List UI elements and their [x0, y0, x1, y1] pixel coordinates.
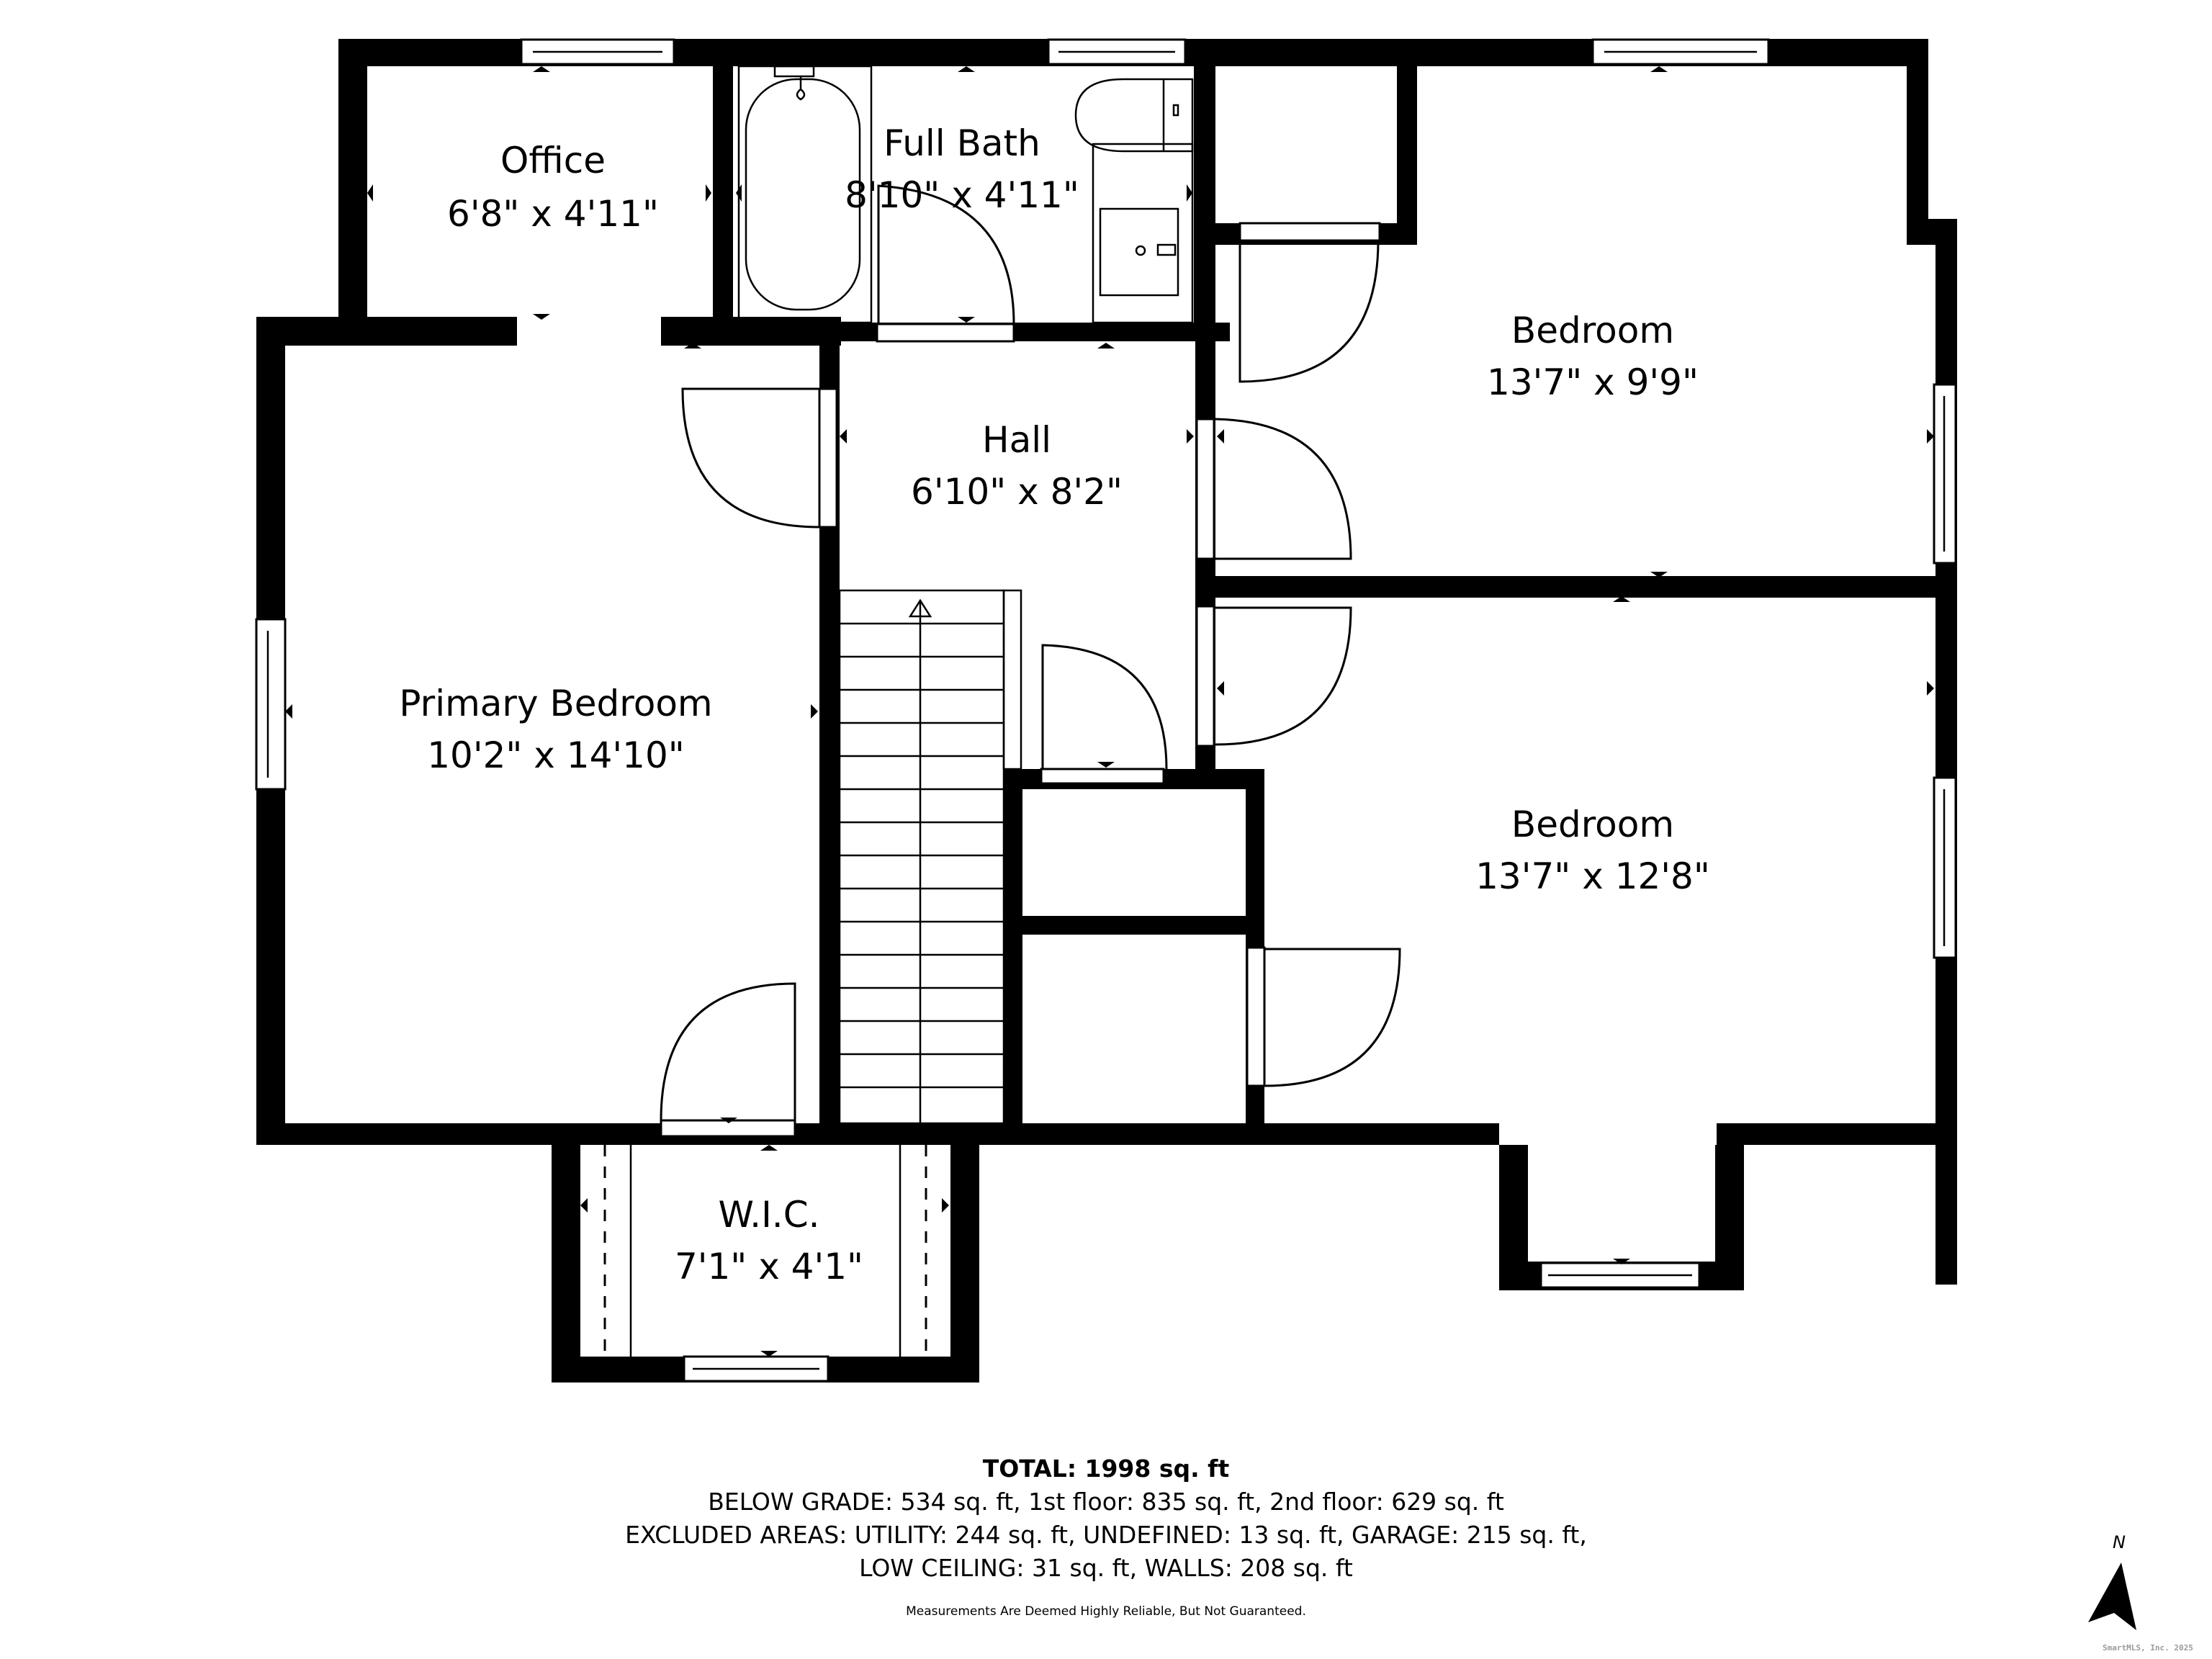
compass-label: N	[2113, 1532, 2126, 1552]
copyright: SmartMLS, Inc. 2025	[2103, 1643, 2193, 1653]
room-name-bedroom-2: Bedroom	[1511, 804, 1674, 845]
room-name-office: Office	[500, 140, 606, 181]
stair-up-arrow-icon	[908, 598, 932, 618]
doors	[660, 184, 1401, 1138]
room-name-hall: Hall	[982, 419, 1051, 461]
excluded-areas: EXCLUDED AREAS: UTILITY: 244 sq. ft, UND…	[625, 1521, 1587, 1549]
wic-shelves	[603, 1145, 927, 1357]
excluded-areas-continued: LOW CEILING: 31 sq. ft, WALLS: 208 sq. f…	[859, 1554, 1353, 1582]
room-dims-bedroom-2: 13'7" x 12'8"	[1475, 855, 1710, 897]
room-dims-hall: 6'10" x 8'2"	[911, 471, 1123, 513]
bathtub	[745, 78, 861, 311]
room-name-wic: W.I.C.	[718, 1194, 819, 1236]
room-name-bedroom-1: Bedroom	[1511, 310, 1674, 351]
faucet-icon	[796, 76, 806, 101]
floor-area-breakdown: BELOW GRADE: 534 sq. ft, 1st floor: 835 …	[708, 1488, 1504, 1516]
windows	[255, 38, 1957, 1382]
disclaimer: Measurements Are Deemed Highly Reliable,…	[906, 1604, 1306, 1619]
room-dims-wic: 7'1" x 4'1"	[675, 1246, 863, 1287]
room-dims-full-bath: 8'10" x 4'11"	[845, 174, 1079, 216]
room-name-primary-bedroom: Primary Bedroom	[399, 683, 712, 724]
total-area: TOTAL: 1998 sq. ft	[982, 1455, 1230, 1483]
bath-fixtures	[737, 65, 1194, 324]
vanity	[1092, 143, 1194, 324]
room-labels: Office 6'8" x 4'11" Full Bath 8'10" x 4'…	[399, 122, 1710, 1287]
dimension-markers	[285, 66, 1934, 1357]
room-name-full-bath: Full Bath	[884, 122, 1040, 164]
north-arrow-icon	[2088, 1563, 2136, 1630]
room-dims-office: 6'8" x 4'11"	[447, 193, 659, 235]
room-dims-primary-bedroom: 10'2" x 14'10"	[427, 734, 685, 776]
toilet	[1074, 78, 1194, 153]
sink	[1099, 207, 1179, 297]
room-dims-bedroom-1: 13'7" x 9'9"	[1487, 361, 1699, 403]
stairs	[838, 589, 1022, 1125]
